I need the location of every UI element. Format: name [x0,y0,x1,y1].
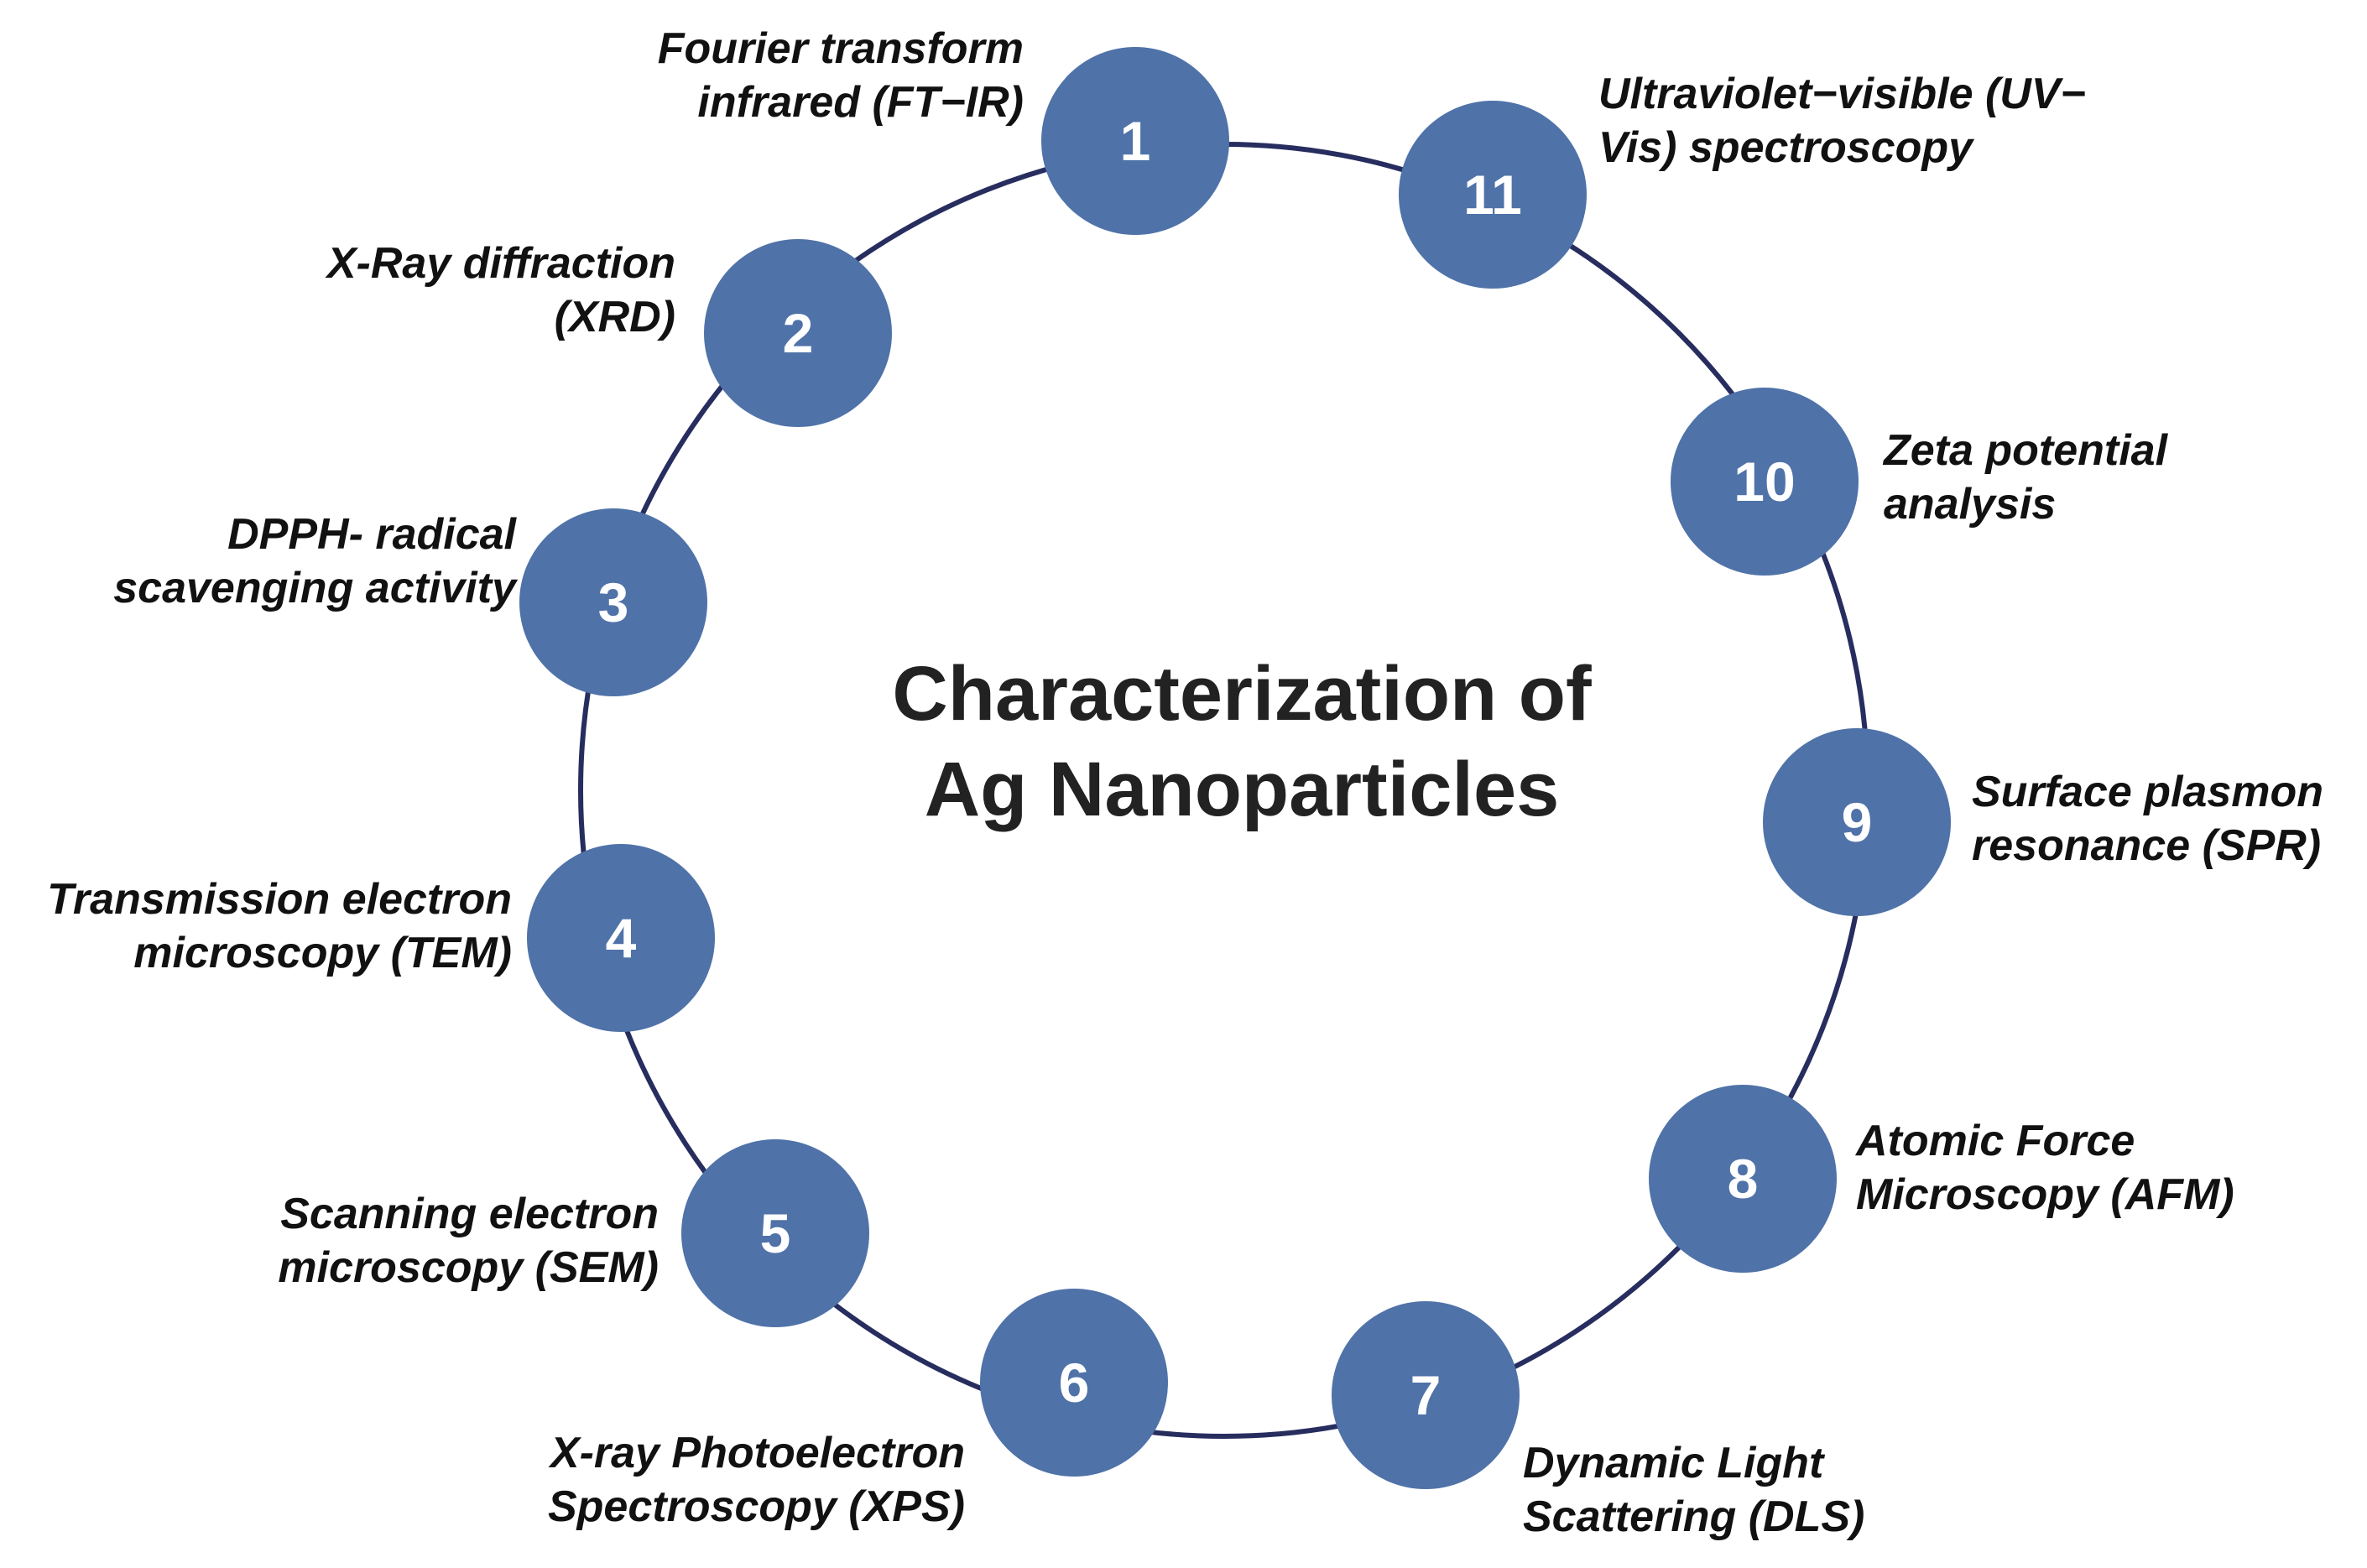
step-node-number: 7 [1410,1364,1442,1426]
step-node-circle [704,239,892,427]
step-node-circle [1399,101,1587,289]
step-node-8: 8 [1649,1085,1837,1273]
step-node-number: 4 [606,907,637,969]
label-afm-line-1: Atomic Force [1856,1117,2135,1165]
label-ftir: Fourier transform infrared (FT−IR) [621,22,1024,129]
label-spr-line-2: resonance (SPR) [1972,821,2322,870]
label-zeta-line-2: analysis [1884,480,2057,529]
label-uv-vis: Ultraviolet−visible (UV− Vis) spectrosco… [1598,67,2152,175]
label-ftir-line-1: Fourier transform [657,24,1024,73]
step-node-4: 4 [527,844,715,1032]
step-node-circle [1763,728,1951,916]
label-spr: Surface plasmon resonance (SPR) [1972,765,2358,873]
step-node-circle [1041,47,1229,235]
step-node-circle [527,844,715,1032]
label-xrd-line-1: X-Ray diffraction [326,239,675,288]
step-node-1: 1 [1041,47,1229,235]
step-node-number: 6 [1059,1352,1090,1414]
diagram-title: Characterization of Ag Nanoparticles [780,646,1703,837]
label-dpph: DPPH- radical scavenging activity [50,508,516,615]
label-uv-vis-line-1: Ultraviolet−visible (UV− [1598,70,2086,118]
label-dls-line-1: Dynamic Light [1523,1439,1824,1487]
step-node-circle [681,1139,869,1327]
label-xrd-line-2: (XRD) [554,293,675,341]
step-node-number: 10 [1734,451,1795,513]
label-sem: Scanning electron microscopy (SEM) [201,1187,659,1295]
step-node-circle [1671,388,1859,576]
title-line-2: Ag Nanoparticles [924,747,1560,832]
step-node-number: 2 [783,302,814,364]
step-node-3: 3 [519,508,707,696]
label-afm: Atomic Force Microscopy (AFM) [1856,1114,2292,1222]
label-dpph-line-2: scavenging activity [113,564,516,612]
step-node-6: 6 [980,1289,1168,1477]
step-node-number: 1 [1120,110,1151,172]
step-node-5: 5 [681,1139,869,1327]
step-node-10: 10 [1671,388,1859,576]
label-sem-line-2: microscopy (SEM) [278,1243,659,1292]
label-xrd: X-Ray diffraction (XRD) [252,237,675,344]
label-tem-line-1: Transmission electron [47,875,512,924]
step-node-number: 9 [1842,791,1873,853]
label-dls: Dynamic Light Scattering (DLS) [1523,1436,1942,1544]
step-node-number: 3 [598,571,629,633]
label-spr-line-1: Surface plasmon [1972,768,2324,816]
label-afm-line-2: Microscopy (AFM) [1856,1170,2234,1219]
title-line-1: Characterization of [892,651,1592,737]
label-xps-line-2: Spectroscopy (XPS) [547,1482,965,1531]
label-sem-line-1: Scanning electron [280,1190,659,1238]
label-uv-vis-line-2: Vis) spectroscopy [1598,123,1973,172]
step-node-circle [1649,1085,1837,1273]
step-node-circle [1332,1301,1520,1489]
label-zeta: Zeta potential analysis [1884,424,2219,531]
step-node-number: 8 [1728,1148,1759,1210]
step-node-circle [519,508,707,696]
label-dpph-line-1: DPPH- radical [227,510,516,559]
step-node-circle [980,1289,1168,1477]
step-node-11: 11 [1399,101,1587,289]
step-node-7: 7 [1332,1301,1520,1489]
label-ftir-line-2: infrared (FT−IR) [697,78,1024,127]
label-xps-line-1: X-ray Photoelectron [550,1429,965,1477]
label-tem: Transmission electron microscopy (TEM) [17,873,512,980]
step-node-number: 5 [760,1202,791,1264]
step-node-2: 2 [704,239,892,427]
label-dls-line-2: Scattering (DLS) [1523,1492,1865,1541]
step-node-9: 9 [1763,728,1951,916]
label-zeta-line-1: Zeta potential [1884,426,2168,475]
step-node-number: 11 [1463,164,1522,226]
label-xps: X-ray Photoelectron Spectroscopy (XPS) [487,1426,965,1534]
nodes-layer: 1 2 3 4 5 6 7 8 9 10 11 [519,47,1951,1489]
label-tem-line-2: microscopy (TEM) [133,929,512,977]
